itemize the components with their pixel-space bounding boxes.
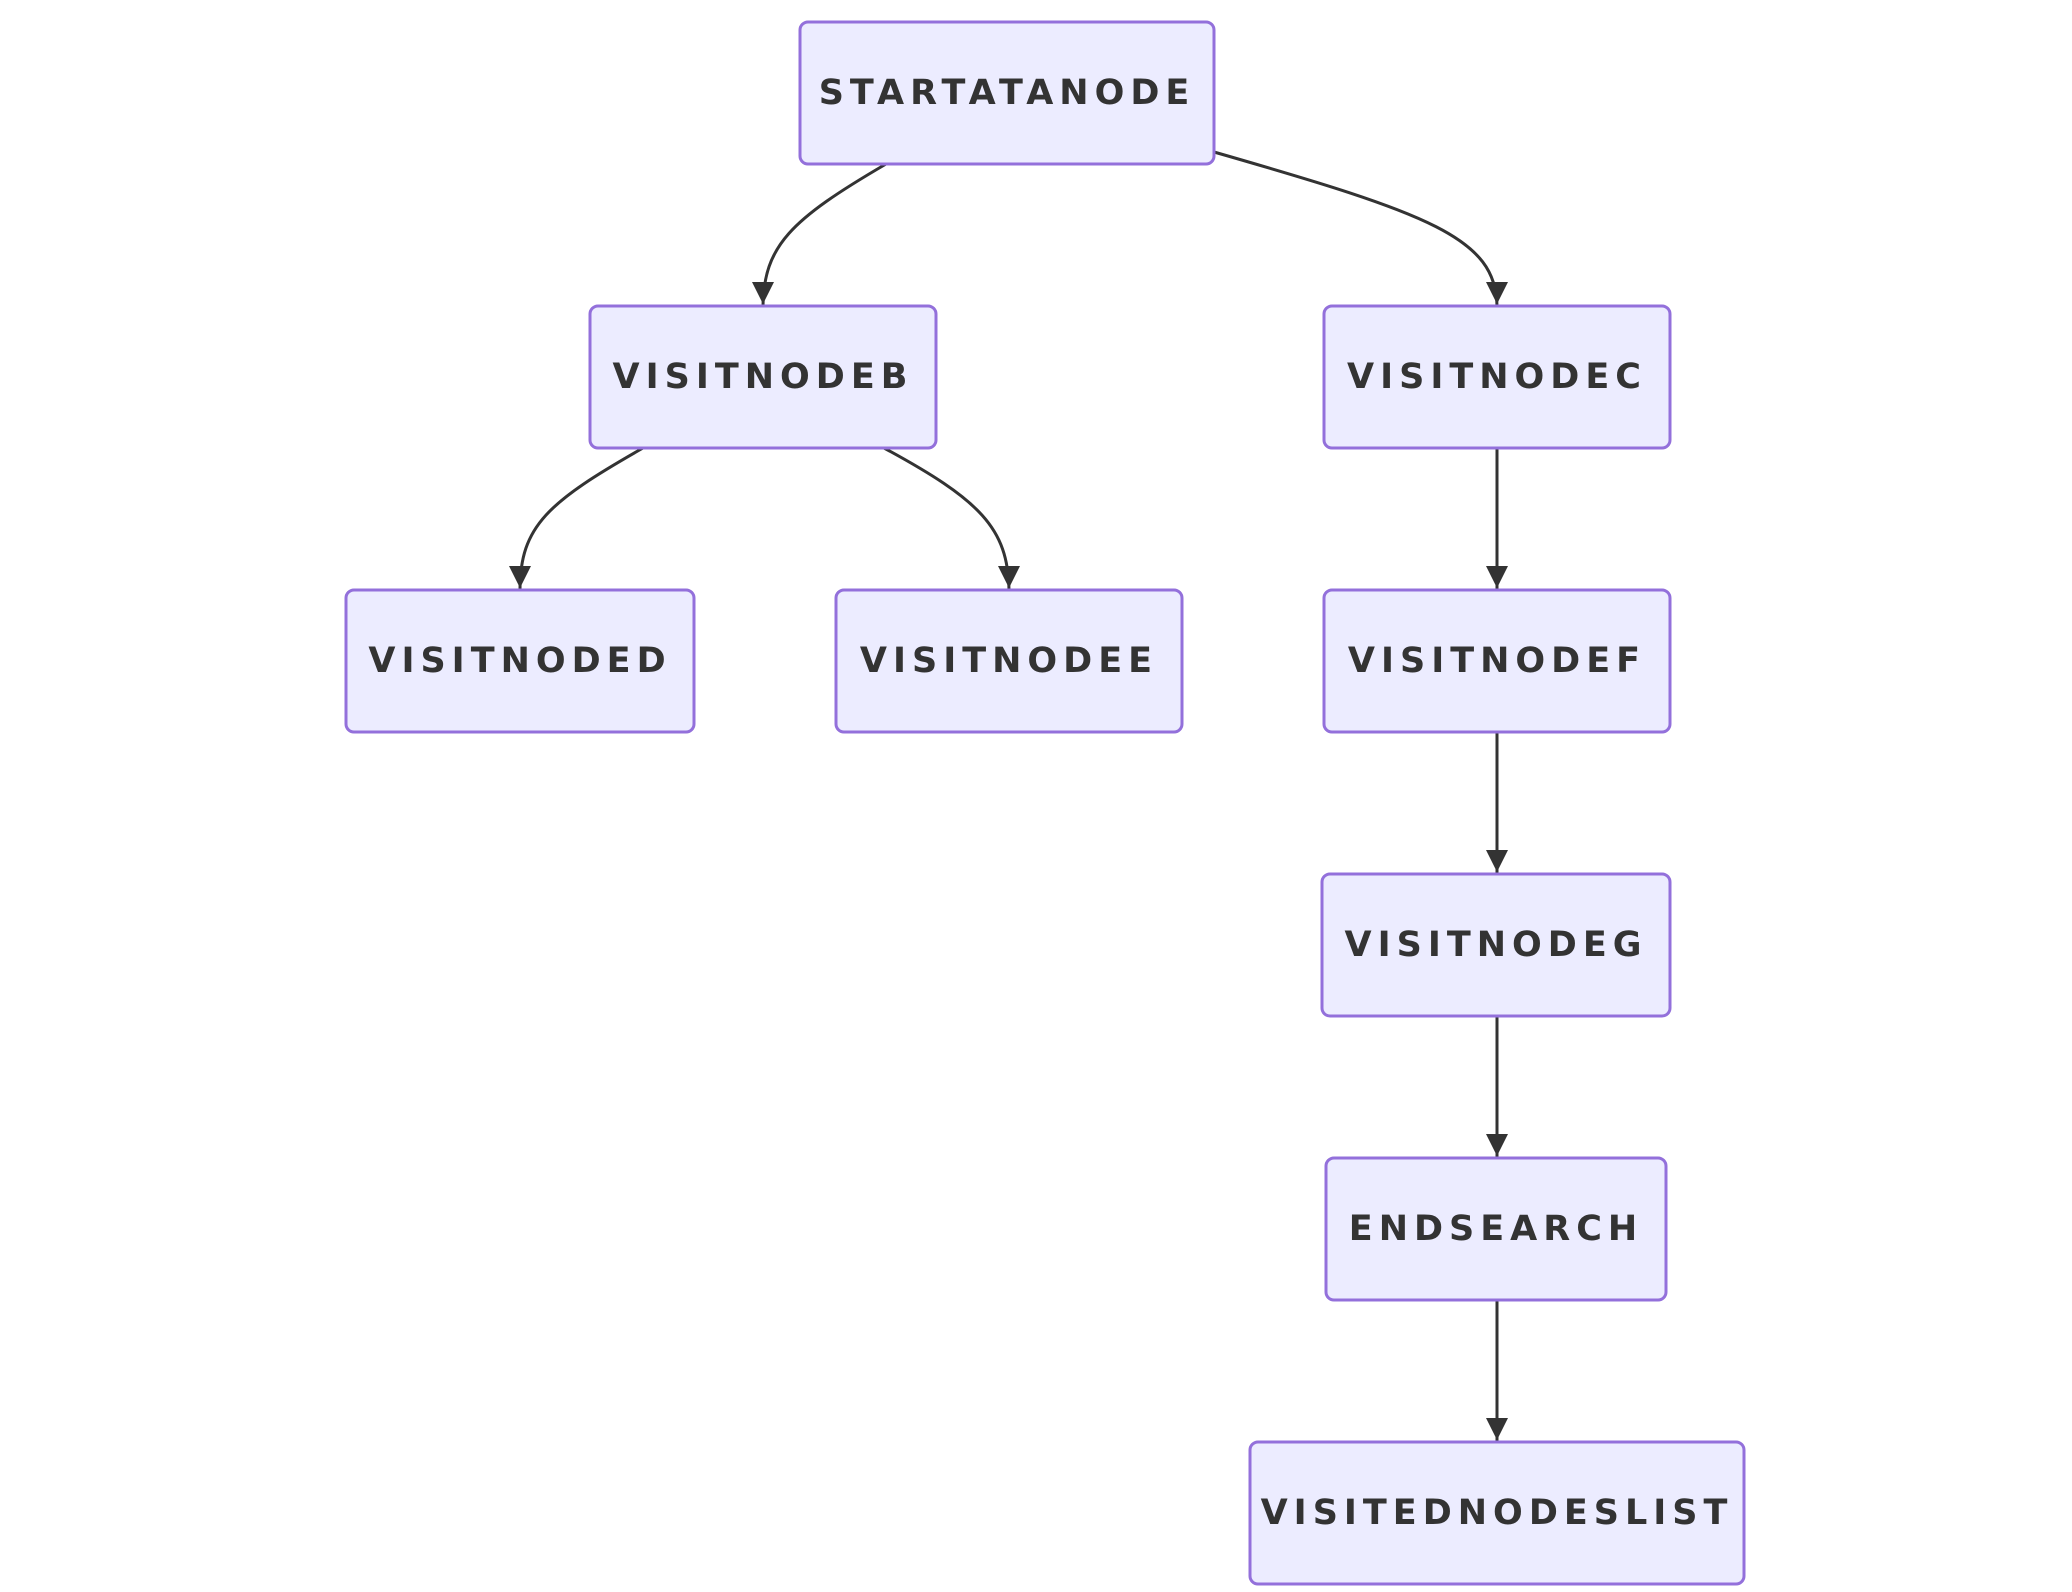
arrowhead-icon (1486, 1134, 1508, 1156)
node-box[interactable] (1322, 304, 1672, 450)
node-endsearch[interactable]: ENDSEARCH (1324, 1156, 1668, 1302)
node-box[interactable] (798, 20, 1216, 166)
node-label: VISITNODEB (613, 357, 914, 397)
arrowhead-icon (1486, 1418, 1508, 1440)
arrowhead-icon (509, 566, 531, 588)
node-box[interactable] (1324, 1156, 1668, 1302)
node-visitnodeb[interactable]: VISITNODEB (588, 304, 938, 450)
node-label: VISITNODEE (860, 641, 1158, 681)
edge-a-to-b (752, 162, 887, 307)
arrowhead-icon (1486, 566, 1508, 588)
node-visitnodec[interactable]: VISITNODEC (1322, 304, 1672, 450)
node-visitnodef[interactable]: VISITNODEF (1322, 588, 1672, 734)
node-box[interactable] (1322, 588, 1672, 734)
node-box[interactable] (344, 588, 696, 734)
edge-line (1213, 150, 1499, 307)
node-box[interactable] (588, 304, 938, 450)
node-visitnodee[interactable]: VISITNODEE (834, 588, 1184, 734)
edge-f-to-g (1486, 732, 1508, 874)
node-label: VISITEDNODESLIST (1261, 1493, 1734, 1533)
node-label: VISITNODEC (1347, 357, 1647, 397)
edge-line (761, 162, 887, 307)
node-label: VISITNODEG (1345, 925, 1648, 965)
arrowhead-icon (998, 566, 1020, 588)
node-visitnodeg[interactable]: VISITNODEG (1320, 872, 1672, 1018)
node-box[interactable] (1320, 872, 1672, 1018)
node-label: VISITNODEF (1348, 641, 1646, 681)
arrowhead-icon (1486, 850, 1508, 872)
nodes-layer: STARTATANODE VISITNODEB VISITNODEC VISITNOD… (344, 20, 1746, 1586)
arrowhead-icon (752, 282, 774, 304)
edge-b-to-e (883, 446, 1020, 591)
node-label: ENDSEARCH (1349, 1209, 1643, 1249)
edge-a-to-c (1213, 150, 1508, 307)
edge-line (518, 446, 644, 591)
node-label: STARTATANODE (819, 73, 1196, 113)
node-box[interactable] (1248, 1440, 1746, 1586)
node-visitednodeslist[interactable]: VISITEDNODESLIST (1248, 1440, 1746, 1586)
edge-line (883, 446, 1011, 591)
edge-c-to-f (1486, 448, 1508, 590)
node-label: VISITNODED (368, 641, 671, 681)
edge-b-to-d (509, 446, 644, 591)
edge-h-to-i (1486, 1300, 1508, 1442)
arrowhead-icon (1486, 282, 1508, 304)
node-visitnoded[interactable]: VISITNODED (344, 588, 696, 734)
edge-g-to-h (1486, 1016, 1508, 1158)
node-startatanode[interactable]: STARTATANODE (798, 20, 1216, 166)
node-box[interactable] (834, 588, 1184, 734)
edges-layer (509, 150, 1508, 1442)
